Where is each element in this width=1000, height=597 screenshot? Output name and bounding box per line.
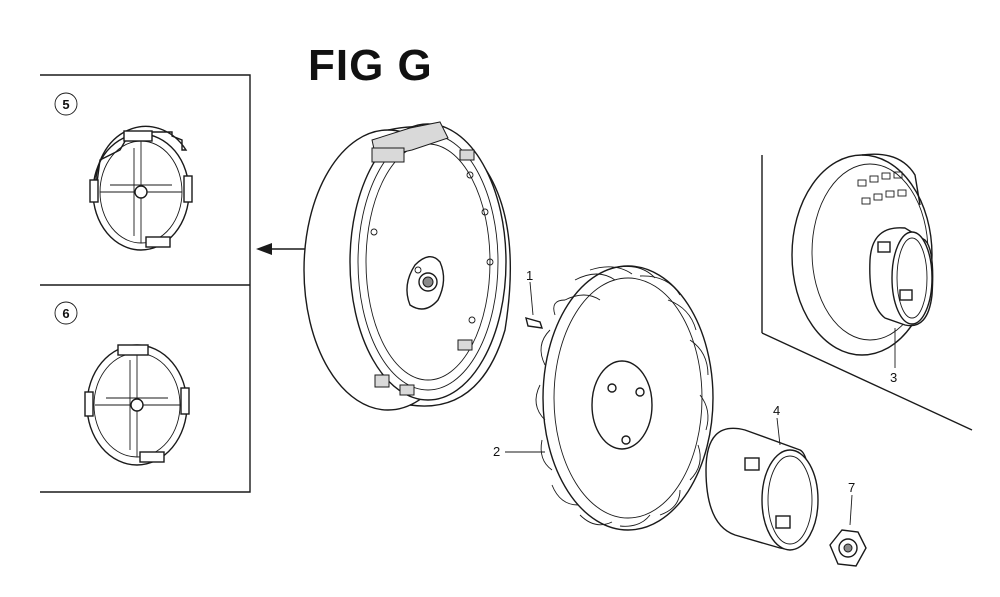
callout-1: 1 <box>526 268 533 283</box>
starter-cup-4: 4 <box>705 403 819 551</box>
callout-2: 2 <box>493 444 500 459</box>
panel-6-number-circle <box>54 301 78 325</box>
flywheel-face-5 <box>89 125 193 251</box>
woodruff-key-1: 1 <box>525 268 544 329</box>
panel-6-number: 6 <box>62 306 69 321</box>
panel-5-number: 5 <box>62 97 69 112</box>
inset-box <box>40 74 251 493</box>
flywheel-main <box>303 121 512 411</box>
inset-panel-6: 6 <box>54 301 190 466</box>
cooling-fan-2: 2 <box>493 265 714 531</box>
flywheel-nut-7: 7 <box>829 480 867 567</box>
panel-5-number-circle <box>54 92 78 116</box>
starter-pulley-3: 3 <box>791 153 934 385</box>
right-inset-area <box>761 155 973 431</box>
figure-title: FIG G <box>308 41 433 90</box>
arrow-to-inset <box>256 243 305 255</box>
callout-4: 4 <box>773 403 780 418</box>
flywheel-face-6 <box>84 344 190 466</box>
inset-panel-5: 5 <box>54 92 193 251</box>
callout-7: 7 <box>848 480 855 495</box>
callout-3: 3 <box>890 370 897 385</box>
